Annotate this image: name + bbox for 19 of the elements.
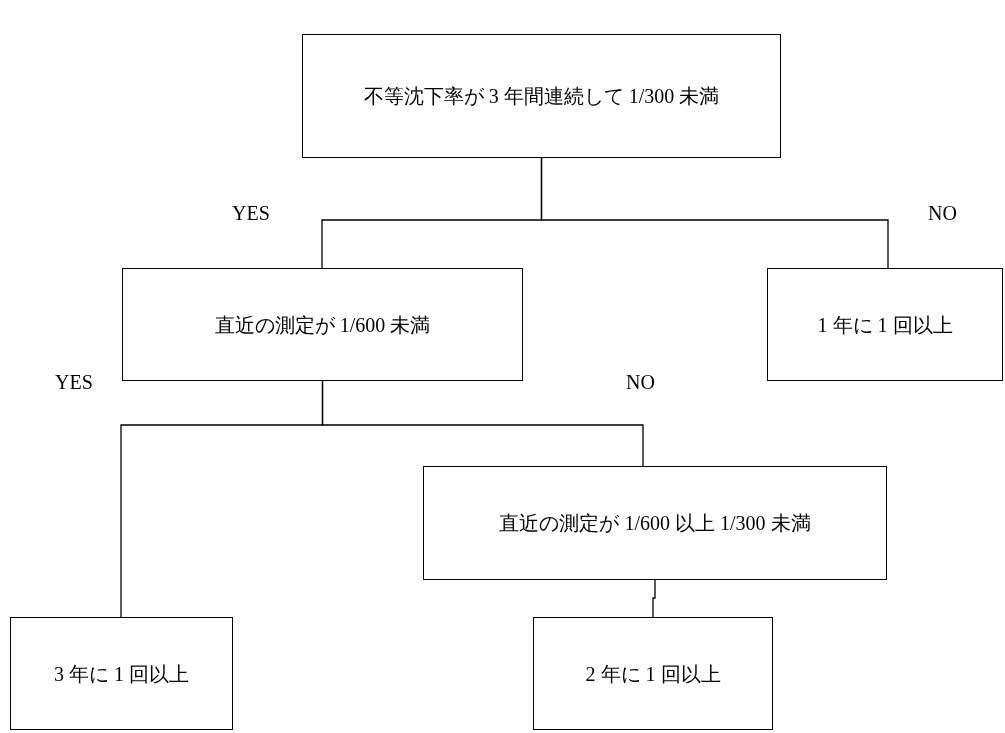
- edge-label: YES: [232, 203, 270, 223]
- process-box: [122, 268, 523, 381]
- connector-line: [540, 157, 889, 269]
- process-box: [423, 466, 887, 580]
- edge-label: NO: [928, 203, 957, 223]
- connector-line: [652, 579, 656, 618]
- box-text: 不等沈下率が 3 年間連続して 1/300 未満: [363, 84, 720, 109]
- edge-label: NO: [626, 372, 655, 392]
- box-text: 直近の測定が 1/600 以上 1/300 未満: [499, 511, 811, 536]
- process-box: [533, 617, 773, 730]
- box-text: 1 年に 1 回以上: [817, 312, 953, 338]
- edge-label: YES: [55, 372, 93, 392]
- connector-line: [321, 380, 644, 467]
- box-text: 2 年に 1 回以上: [585, 661, 721, 687]
- box-text: 3 年に 1 回以上: [54, 661, 189, 687]
- box-text: 直近の測定が 1/600 未満: [214, 312, 431, 338]
- process-box: [767, 268, 1003, 381]
- process-box: [10, 617, 233, 730]
- process-box: [302, 34, 781, 158]
